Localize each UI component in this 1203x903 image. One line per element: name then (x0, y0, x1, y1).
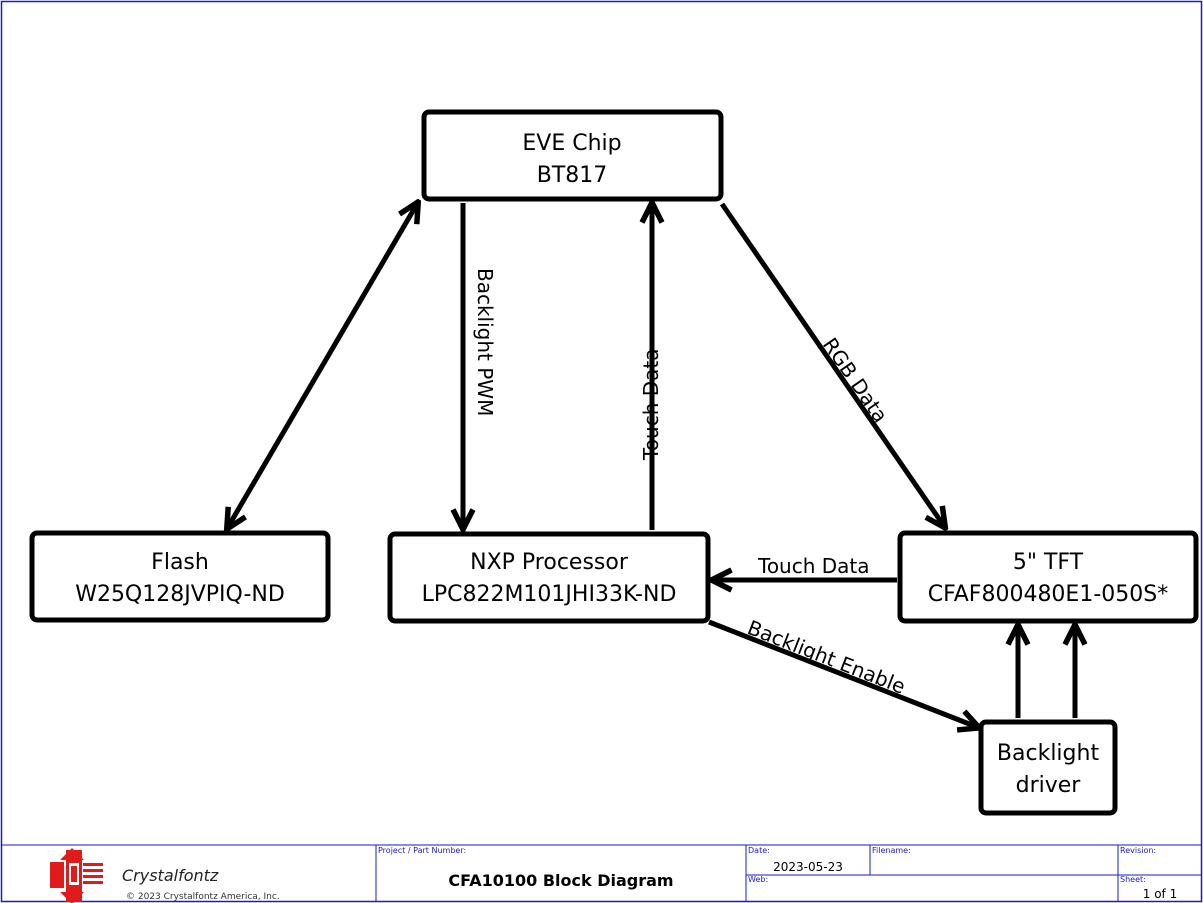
backlight-pwm-label: Backlight PWM (473, 268, 497, 416)
revision-label: Revision: (1120, 846, 1156, 855)
backlight-driver-label-2: driver (1016, 773, 1082, 798)
company-name: Crystalfontz (122, 866, 219, 885)
nxp-processor-part: LPC822M101JHI33K-ND (422, 582, 677, 607)
tft-display-part: CFAF800480E1-050S* (928, 582, 1168, 607)
tft-display-block: 5" TFT CFAF800480E1-050S* (897, 530, 1199, 624)
flash-block: Flash W25Q128JVPIQ-ND (29, 530, 331, 623)
flash-eve-arrow (228, 204, 417, 527)
eve-chip-block: EVE Chip BT817 (421, 109, 724, 202)
sheet-value: 1 of 1 (1143, 887, 1177, 901)
nxp-processor-label: NXP Processor (470, 550, 629, 575)
rgb-data-label: RGB Data (818, 333, 893, 427)
eve-chip-label: EVE Chip (522, 131, 621, 156)
backlight-driver-block: Backlight driver (978, 719, 1118, 816)
project-value: CFA10100 Block Diagram (448, 871, 673, 890)
touch-data-up-label: Touch Data (639, 348, 663, 461)
sheet-label: Sheet: (1120, 875, 1146, 884)
date-value: 2023-05-23 (773, 860, 843, 874)
crystalfontz-logo-icon (50, 848, 103, 903)
backlight-driver-label: Backlight (997, 741, 1100, 766)
backlight-enable-label: Backlight Enable (744, 615, 909, 698)
nxp-processor-block: NXP Processor LPC822M101JHI33K-ND (387, 531, 711, 624)
flash-part: W25Q128JVPIQ-ND (75, 582, 285, 607)
date-label: Date: (748, 846, 770, 855)
rgb-data-arrow (719, 202, 944, 526)
eve-chip-part: BT817 (537, 163, 608, 188)
copyright-text: © 2023 Crystalfontz America, Inc. (126, 892, 280, 902)
web-label: Web: (748, 875, 768, 884)
backlight-enable-arrow (708, 619, 977, 727)
flash-label: Flash (151, 550, 209, 575)
filename-label: Filename: (872, 846, 911, 855)
title-block (1, 844, 1202, 902)
tft-display-label: 5" TFT (1013, 550, 1084, 575)
project-label: Project / Part Number: (378, 846, 466, 855)
touch-data-left-label: Touch Data (757, 554, 870, 578)
